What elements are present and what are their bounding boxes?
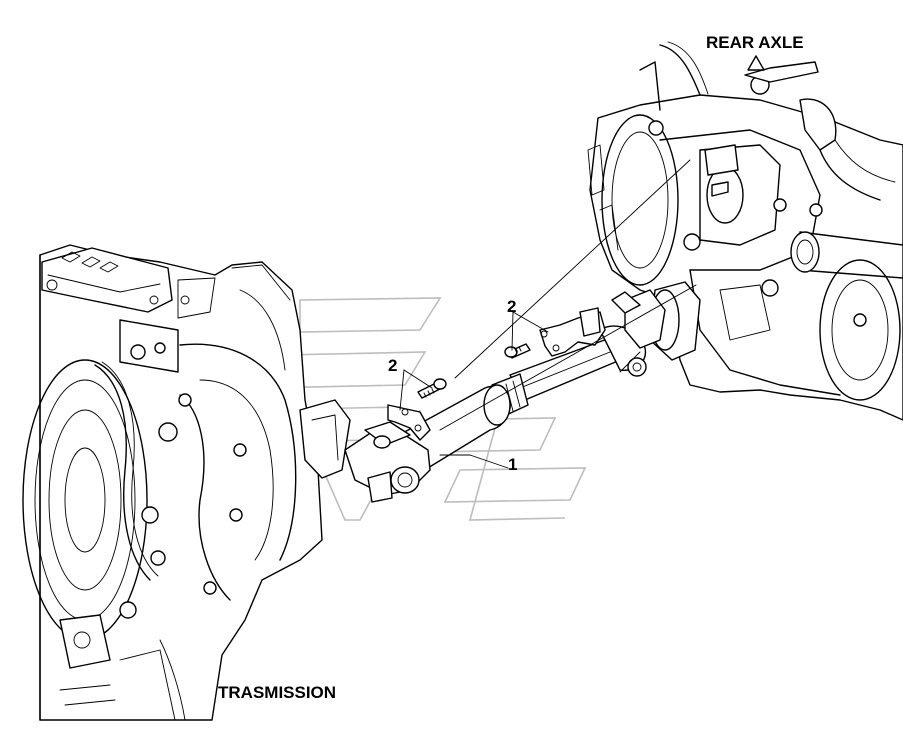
callout-clamp-left: 2 [388,356,397,375]
callout-driveshaft: 1 [508,455,517,474]
leader-lines [399,159,697,469]
rear-axle-label: REAR AXLE [706,33,804,52]
driveshaft-assembly [344,289,666,503]
clamp-bracket-left [387,378,447,441]
clamp-bracket-right [504,307,606,359]
transmission-housing [22,244,351,721]
transmission-label: TRASMISSION [218,683,336,702]
callout-clamp-right: 2 [507,297,516,316]
